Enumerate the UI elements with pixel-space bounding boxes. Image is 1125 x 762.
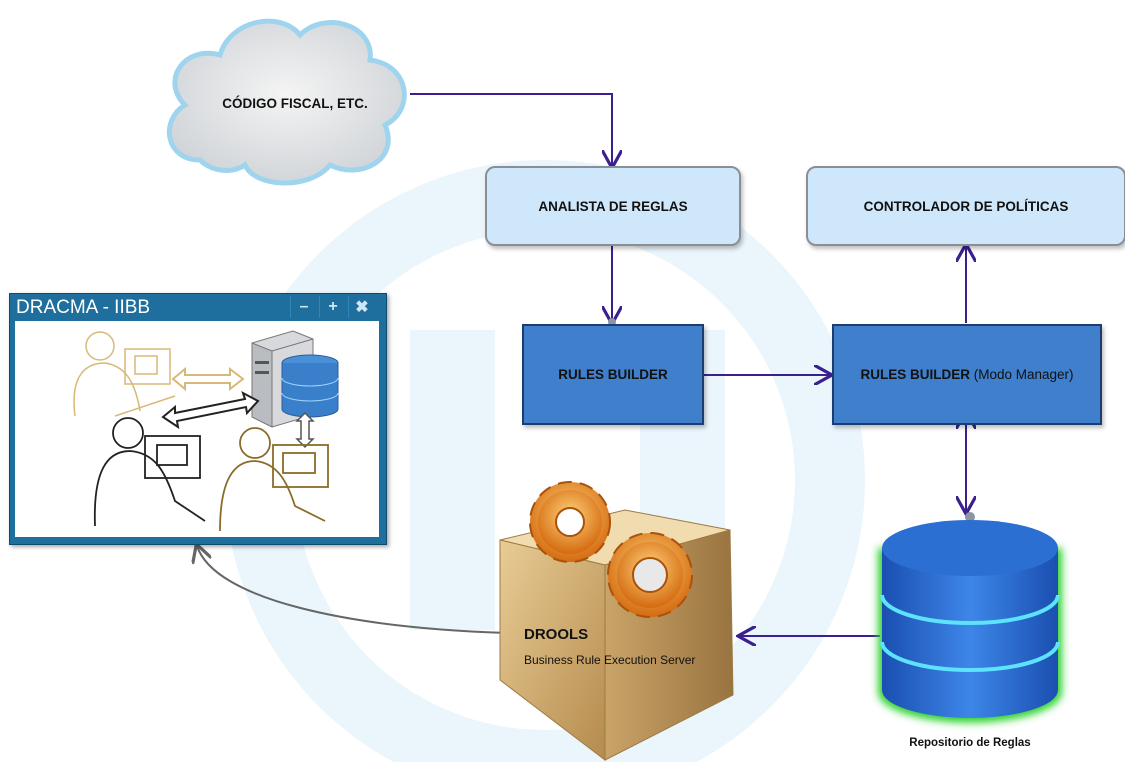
edge-cloud-to-analista xyxy=(410,93,612,166)
database-icon xyxy=(281,354,339,418)
window-title: DRACMA - IIBB xyxy=(16,297,151,318)
gear-icon-1 xyxy=(529,481,611,563)
node-manager-label-bold: RULES BUILDER xyxy=(860,367,970,382)
node-controlador-label: CONTROLADOR DE POLÍTICAS xyxy=(863,198,1069,214)
window-illustration xyxy=(15,321,379,537)
transfer-arrow-icon xyxy=(161,390,260,430)
user-left-icon xyxy=(93,417,206,527)
drools-box-icon xyxy=(499,481,734,762)
node-rules-builder-label: RULES BUILDER xyxy=(558,367,668,382)
user-right-icon xyxy=(219,427,329,532)
cloud-shape xyxy=(167,18,407,186)
node-analista-label: ANALISTA DE REGLAS xyxy=(538,198,688,214)
app-window[interactable]: DRACMA - IIBB – + ✖ xyxy=(9,293,387,545)
node-rules-builder-manager: RULES BUILDER (Modo Manager) xyxy=(832,324,1102,425)
minimize-button[interactable]: – xyxy=(290,296,317,318)
users-server-illustration xyxy=(73,330,339,532)
close-button[interactable]: ✖ xyxy=(348,296,375,318)
node-analista-de-reglas: ANALISTA DE REGLAS xyxy=(485,166,741,246)
cloud-label: CÓDIGO FISCAL, ETC. xyxy=(222,96,368,111)
user-sketch-icon xyxy=(73,331,176,417)
drools-title: DROOLS xyxy=(524,626,589,643)
gear-icon-2 xyxy=(607,532,693,618)
edge-drools-to-window xyxy=(197,546,509,634)
drools-subtitle: Business Rule Execution Server xyxy=(524,653,696,667)
repository-database-icon xyxy=(878,520,1062,723)
node-controlador-de-politicas: CONTROLADOR DE POLÍTICAS xyxy=(806,166,1125,246)
vertical-arrow-icon xyxy=(295,411,315,449)
exchange-arrow-icon xyxy=(171,366,245,392)
node-rules-builder: RULES BUILDER xyxy=(522,324,704,425)
repository-label: Repositorio de Reglas xyxy=(909,737,1031,749)
maximize-button[interactable]: + xyxy=(319,296,346,318)
node-manager-label-rest: (Modo Manager) xyxy=(973,367,1074,382)
